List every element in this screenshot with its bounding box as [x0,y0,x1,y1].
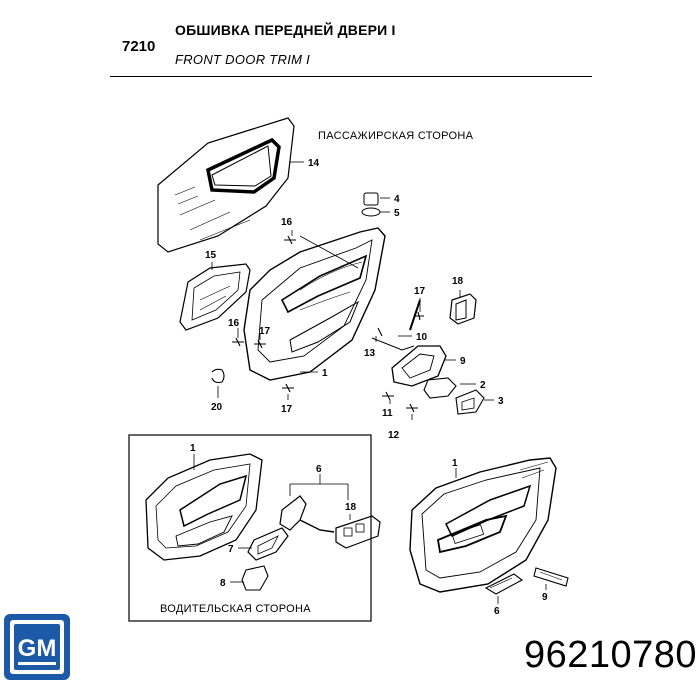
door-trim-panel [243,227,386,381]
callout-3: 3 [498,396,504,407]
callout-numbers-driver: 1 6 18 7 8 [190,443,357,589]
callout-numbers-top: 14 4 5 16 15 18 17 16 17 10 13 9 1 2 3 1… [205,158,504,441]
callout-14: 14 [308,158,320,169]
callout-1a: 1 [322,368,328,379]
driver-side-label: ВОДИТЕЛЬСКАЯ СТОРОНА [160,603,311,615]
callout-8: 8 [220,578,226,589]
leader-lines-right [455,468,547,604]
title-english: FRONT DOOR TRIM I [175,52,311,67]
header-divider [110,76,592,77]
callout-11: 11 [382,408,393,419]
door-panel-right [409,457,557,593]
callout-18a: 18 [452,276,464,287]
gm-logo-text: GM [18,635,57,662]
callout-1c: 1 [452,458,458,469]
callout-18b: 18 [345,502,357,513]
callout-20: 20 [211,402,223,413]
callout-9b: 9 [542,592,548,603]
title-russian: ОБШИВКА ПЕРЕДНЕЙ ДВЕРИ I [175,22,396,38]
callout-17c: 17 [281,404,293,415]
callout-10: 10 [416,332,428,343]
callout-2: 2 [480,380,486,391]
leader-lines-driver [193,454,351,583]
callout-1b: 1 [190,443,196,454]
handle-assembly [371,299,485,415]
switch-bezels-right [484,567,569,595]
part-number: 96210780 [524,634,698,676]
bracket-part [179,263,251,331]
callout-9a: 9 [460,356,466,367]
clip-part [361,192,381,217]
callout-16a: 16 [281,217,293,228]
section-code: 7210 [122,38,156,55]
callout-13: 13 [364,348,376,359]
callout-5: 5 [394,208,400,219]
callout-6b: 6 [494,606,500,617]
gm-logo: GM [2,612,72,682]
driver-side-box [128,434,372,622]
clip-20 [211,368,225,384]
switch-block [449,293,477,325]
callout-17a: 17 [414,286,426,297]
passenger-side-label: ПАССАЖИРСКАЯ СТОРОНА [318,130,474,142]
callout-12: 12 [388,430,400,441]
gm-logo-mark: GM [4,614,70,680]
leader-lines-top [211,161,494,420]
driver-switch-block [335,515,381,549]
callout-15: 15 [205,250,217,261]
window-trim-panel [157,117,295,253]
driver-handle [241,495,335,591]
callout-7: 7 [228,544,234,555]
screws [232,235,424,413]
callout-17b: 17 [259,326,271,337]
driver-door-panel [145,453,263,561]
callout-16b: 16 [228,318,240,329]
callout-6a: 6 [316,464,322,475]
callout-4: 4 [394,194,400,205]
callout-numbers-right: 1 6 9 [452,458,548,617]
